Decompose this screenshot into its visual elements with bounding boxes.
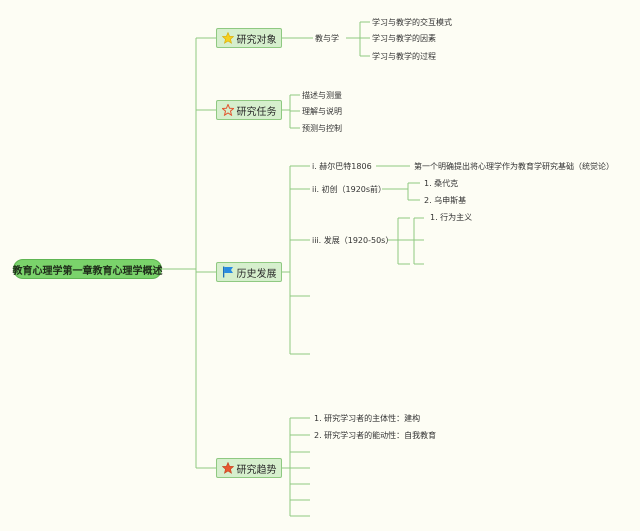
topic-describe-measure[interactable]: 描述与测量: [302, 90, 342, 100]
topic-thorndike[interactable]: 1. 桑代克: [424, 178, 459, 188]
topic-behaviorism[interactable]: 1. 行为主义: [430, 212, 473, 222]
branch-research-task-label: 研究任务: [236, 106, 277, 118]
branch-research-trend-label: 研究趋势: [236, 464, 277, 476]
topic-predict-control[interactable]: 预测与控制: [302, 123, 342, 133]
red-star-icon: [221, 462, 234, 474]
connector-fazhan-mid: [387, 217, 410, 265]
topic-herbart[interactable]: i. 赫尔巴特1806: [312, 161, 372, 171]
topic-chuchuang[interactable]: ii. 初创（1920s前）: [312, 184, 387, 194]
branch-research-task[interactable]: 研究任务: [216, 100, 282, 120]
root-topic-label: 教育心理学第一章教育心理学概述: [12, 265, 163, 277]
connector-b3-items: [290, 165, 310, 355]
topic-jiaoyuxue[interactable]: 教与学: [315, 33, 339, 43]
topic-process[interactable]: 学习与教学的过程: [372, 51, 436, 61]
branch-research-object-label: 研究对象: [236, 34, 277, 46]
topic-understand-explain[interactable]: 理解与说明: [302, 106, 342, 116]
connector-fazhan-leaves: [410, 217, 424, 265]
connector-b4-items: [290, 417, 310, 517]
topic-initiative[interactable]: 2. 研究学习者的能动性：自我教育: [314, 430, 437, 440]
connector-b3-trunk: [282, 166, 291, 354]
topic-fazhan[interactable]: iii. 发展（1920-50s）: [312, 235, 394, 245]
root-topic[interactable]: 教育心理学第一章教育心理学概述: [12, 259, 163, 279]
branch-research-trend[interactable]: 研究趋势: [216, 458, 282, 478]
branch-research-object[interactable]: 研究对象: [216, 28, 282, 48]
outline-star-icon: [221, 104, 234, 116]
topic-interaction-model[interactable]: 学习与教学的交互模式: [372, 17, 452, 27]
connector-chuchuang-leaves: [382, 182, 420, 201]
blue-flag-icon: [222, 266, 233, 278]
topic-factors[interactable]: 学习与教学的因素: [372, 33, 436, 43]
branch-history-label: 历史发展: [236, 268, 277, 280]
connector-b1-leaves: [359, 21, 370, 57]
branch-history[interactable]: 历史发展: [216, 262, 282, 282]
topic-subjectivity[interactable]: 1. 研究学习者的主体性：建构: [314, 413, 421, 423]
topic-herbart-note[interactable]: 第一个明确提出将心理学作为教育学研究基础（统觉论）: [414, 161, 614, 171]
topic-ushinsky[interactable]: 2. 乌申斯基: [424, 195, 467, 205]
yellow-star-icon: [221, 32, 234, 44]
connector-b2-leaves: [282, 94, 300, 129]
connector-b4-trunk: [282, 418, 291, 516]
